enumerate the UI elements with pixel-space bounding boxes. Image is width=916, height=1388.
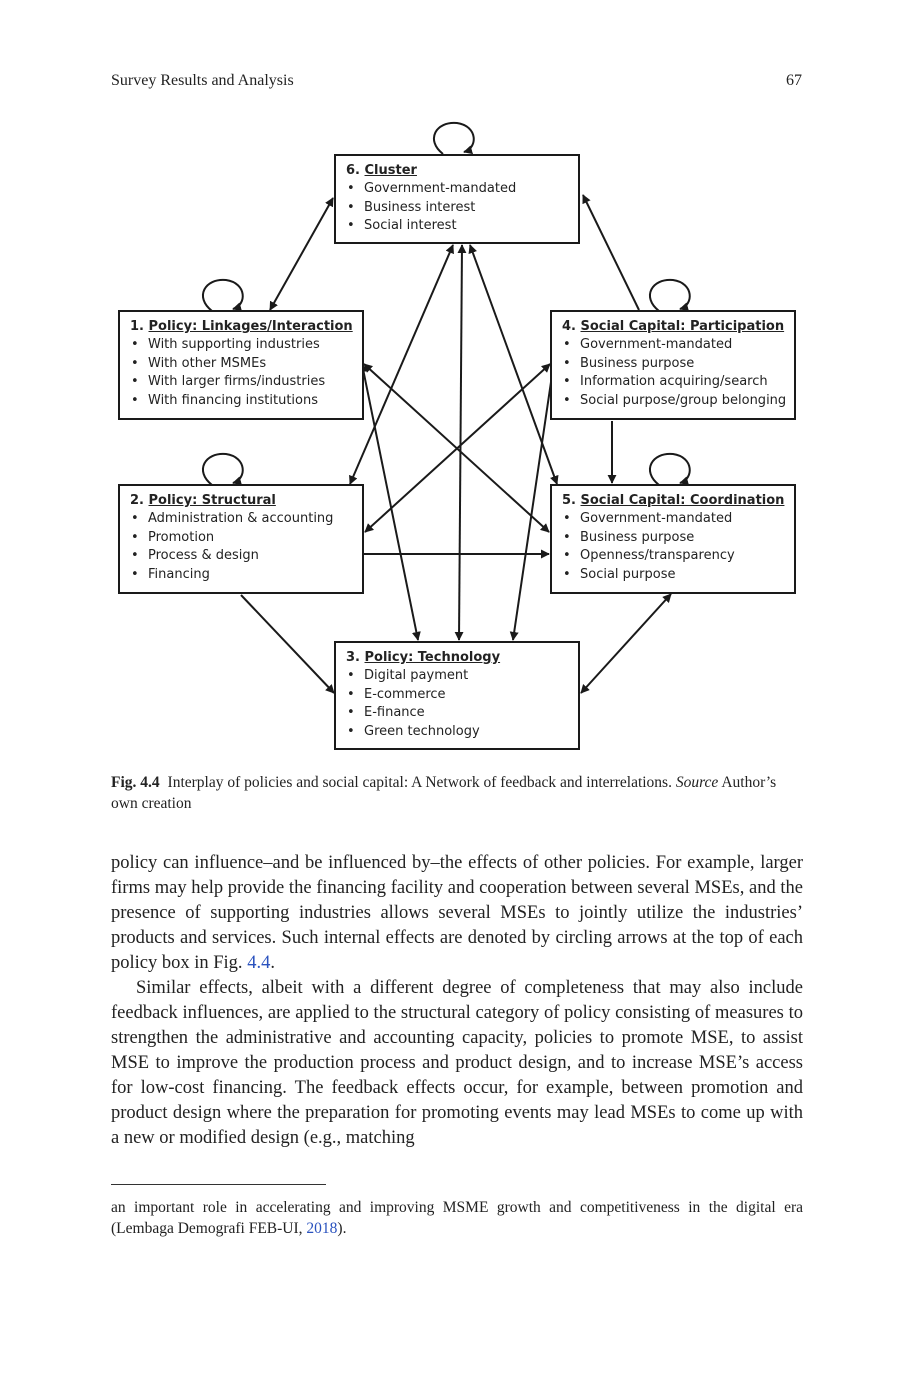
box-item: Digital payment bbox=[346, 667, 568, 686]
box-coordination: 5. Social Capital: Coordination Governme… bbox=[550, 484, 796, 594]
box-number: 6. bbox=[346, 163, 360, 178]
box-item: Government-mandated bbox=[562, 336, 784, 355]
box-title: Social Capital: Coordination bbox=[580, 493, 785, 508]
footnote-rule bbox=[111, 1184, 326, 1185]
box-structural: 2. Policy: Structural Administration & a… bbox=[118, 484, 364, 594]
box-item: Government-mandated bbox=[346, 180, 568, 199]
caption-text: Interplay of policies and social capital… bbox=[167, 774, 672, 791]
caption-source-label: Source bbox=[675, 774, 719, 791]
box-item: Information acquiring/search bbox=[562, 373, 784, 392]
caption-source-text: Author’s own creation bbox=[111, 774, 777, 812]
arrow-technology-cluster bbox=[454, 244, 467, 641]
box-item: Business purpose bbox=[562, 529, 784, 548]
footnote: an important role in accelerating and im… bbox=[111, 1197, 803, 1239]
figure-arrows bbox=[201, 121, 691, 694]
box-item: With supporting industries bbox=[130, 336, 352, 355]
arrow-linkages-technology bbox=[359, 363, 421, 641]
self-loop-linkages bbox=[201, 278, 244, 312]
box-title: Policy: Technology bbox=[364, 650, 501, 665]
box-item: With larger firms/industries bbox=[130, 373, 352, 392]
box-item: Promotion bbox=[130, 529, 352, 548]
box-item: Business purpose bbox=[562, 355, 784, 374]
self-loop-participation bbox=[648, 278, 691, 312]
self-loop-coordination bbox=[648, 452, 691, 486]
body-text: policy can influence–and be influenced b… bbox=[111, 851, 803, 1151]
arrow-linkages-cluster bbox=[269, 197, 334, 311]
box-item: Administration & accounting bbox=[130, 510, 352, 529]
box-item: With other MSMEs bbox=[130, 355, 352, 374]
box-item: Business interest bbox=[346, 199, 568, 218]
box-participation: 4. Social Capital: Participation Governm… bbox=[550, 310, 796, 420]
running-head: Survey Results and Analysis 67 bbox=[111, 72, 802, 94]
arrow-participation-technology bbox=[509, 381, 552, 641]
box-number: 1. bbox=[130, 319, 144, 334]
box-number: 2. bbox=[130, 493, 144, 508]
box-linkages: 1. Policy: Linkages/Interaction With sup… bbox=[118, 310, 364, 420]
box-item: E-commerce bbox=[346, 686, 568, 705]
network-figure: 6. Cluster Government-mandated Business … bbox=[0, 110, 916, 760]
box-item: Social purpose bbox=[562, 566, 784, 585]
figure-reference-link[interactable]: 4.4 bbox=[247, 953, 271, 973]
box-item: Green technology bbox=[346, 723, 568, 742]
box-title: Cluster bbox=[364, 163, 417, 178]
box-item: Openness/transparency bbox=[562, 547, 784, 566]
caption-label: Fig. 4.4 bbox=[111, 774, 160, 791]
box-item: Social purpose/group belonging bbox=[562, 392, 786, 411]
box-item: E-finance bbox=[346, 704, 568, 723]
arrow-technology-coordination bbox=[580, 593, 672, 694]
box-title: Policy: Linkages/Interaction bbox=[148, 319, 353, 334]
arrow-structural-technology bbox=[240, 594, 335, 694]
paragraph: policy can influence–and be influenced b… bbox=[111, 851, 803, 976]
self-loop-cluster bbox=[432, 121, 475, 155]
paragraph-text: . bbox=[270, 953, 275, 973]
box-item: Process & design bbox=[130, 547, 352, 566]
running-head-title: Survey Results and Analysis bbox=[111, 72, 294, 89]
box-number: 4. bbox=[562, 319, 576, 334]
paragraph: Similar effects, albeit with a different… bbox=[111, 976, 803, 1151]
page-number: 67 bbox=[786, 72, 802, 89]
box-title: Policy: Structural bbox=[148, 493, 276, 508]
box-title: Social Capital: Participation bbox=[580, 319, 785, 334]
self-loop-structural bbox=[201, 452, 244, 486]
box-number: 3. bbox=[346, 650, 360, 665]
box-cluster: 6. Cluster Government-mandated Business … bbox=[334, 154, 580, 244]
footnote-text: ). bbox=[337, 1220, 347, 1237]
box-item: Social interest bbox=[346, 217, 568, 236]
box-technology: 3. Policy: Technology Digital payment E-… bbox=[334, 641, 580, 750]
paragraph-text: Similar effects, albeit with a different… bbox=[111, 978, 803, 1148]
paragraph-text: policy can influence–and be influenced b… bbox=[111, 853, 803, 973]
box-number: 5. bbox=[562, 493, 576, 508]
box-item: Government-mandated bbox=[562, 510, 784, 529]
footnote-text: an important role in accelerating and im… bbox=[111, 1199, 803, 1237]
box-item: With financing institutions bbox=[130, 392, 352, 411]
citation-link[interactable]: 2018 bbox=[306, 1220, 338, 1237]
arrow-participation-cluster bbox=[582, 194, 640, 311]
figure-caption: Fig. 4.4 Interplay of policies and socia… bbox=[111, 772, 803, 814]
box-item: Financing bbox=[130, 566, 352, 585]
arrow-coordination-cluster bbox=[468, 244, 559, 485]
